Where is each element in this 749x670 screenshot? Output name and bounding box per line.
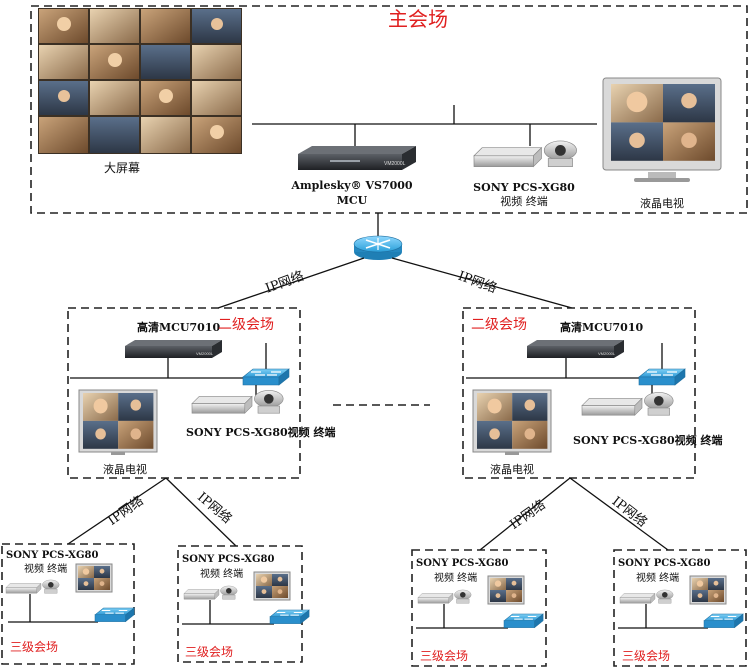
third-2-sony-line1: SONY PCS-XG80 bbox=[182, 554, 274, 565]
third-4-sony-terminal bbox=[619, 589, 674, 604]
second-right-mcu-label: 高清MCU7010 bbox=[560, 320, 643, 334]
second-right-title: 二级会场 bbox=[471, 317, 527, 333]
third-3-title: 三级会场 bbox=[420, 649, 468, 663]
second-left-mcu-label: 高清MCU7010 bbox=[137, 320, 220, 334]
second-left-lcd-label: 液晶电视 bbox=[103, 462, 147, 476]
ip-label-right: IP网络 bbox=[456, 268, 499, 297]
main-mcu-label-1: Amplesky® VS7000 bbox=[290, 179, 413, 192]
third-3-sony-line1: SONY PCS-XG80 bbox=[416, 558, 508, 569]
second-left-sony-label: SONY PCS-XG80视频 终端 bbox=[186, 425, 335, 439]
main-sony-label-2: 视频 终端 bbox=[500, 194, 548, 208]
third-2-sony-line2: 视频 终端 bbox=[200, 567, 243, 580]
third-3-sony-terminal bbox=[417, 589, 472, 604]
third-4-lcd-tv bbox=[689, 575, 727, 605]
third-3-switch-icon bbox=[503, 613, 544, 629]
third-4-sony-line1: SONY PCS-XG80 bbox=[618, 558, 710, 569]
third-4-switch-icon bbox=[703, 613, 744, 629]
main-sony-terminal bbox=[473, 140, 578, 168]
main-mcu-device: VM2000L bbox=[298, 146, 416, 170]
third-1-switch-icon bbox=[94, 607, 135, 623]
main-lcd-label: 液晶电视 bbox=[640, 196, 684, 210]
third-3-sony-line2: 视频 终端 bbox=[434, 571, 477, 584]
third-2-switch-icon bbox=[269, 609, 310, 625]
third-2-sony-terminal bbox=[183, 585, 238, 600]
main-mcu-label-2: MCU bbox=[337, 194, 368, 207]
second-left-lcd-tv bbox=[78, 389, 158, 455]
third-1-title: 三级会场 bbox=[10, 640, 58, 654]
second-right-lcd-label: 液晶电视 bbox=[490, 462, 534, 476]
router-icon bbox=[353, 235, 403, 260]
second-right-mcu-face: VM2000L bbox=[598, 351, 616, 356]
second-venue-left-frame bbox=[67, 307, 301, 479]
second-left-title: 二级会场 bbox=[218, 317, 274, 333]
third-1-sony-terminal bbox=[5, 579, 60, 594]
big-screen-image bbox=[38, 8, 242, 154]
second-venue-right-frame bbox=[462, 307, 696, 479]
third-3-lcd-tv bbox=[487, 575, 525, 605]
main-lcd-tv bbox=[602, 77, 722, 182]
third-1-sony-line2: 视频 终端 bbox=[24, 562, 67, 575]
third-venue-1-frame bbox=[1, 543, 135, 665]
third-4-sony-line2: 视频 终端 bbox=[636, 571, 679, 584]
third-1-lcd-tv bbox=[75, 563, 113, 593]
third-venue-4-frame bbox=[613, 549, 747, 667]
third-4-title: 三级会场 bbox=[622, 649, 670, 663]
ip-label-third-2: IP网络 bbox=[194, 489, 235, 527]
third-1-sony-line1: SONY PCS-XG80 bbox=[6, 550, 98, 561]
third-2-title: 三级会场 bbox=[185, 645, 233, 659]
second-left-mcu-face: VM2000L bbox=[196, 351, 214, 356]
ip-label-left: IP网络 bbox=[263, 268, 306, 297]
main-venue-frame bbox=[30, 5, 748, 214]
second-right-lcd-tv bbox=[472, 389, 552, 455]
ip-link-third-1 bbox=[67, 477, 167, 545]
second-right-mcu-device: VM2000L bbox=[527, 340, 624, 358]
ip-link-third-2 bbox=[165, 477, 237, 547]
main-sony-label-1: SONY PCS-XG80 bbox=[473, 181, 575, 194]
ip-link-third-3 bbox=[479, 477, 571, 551]
third-venue-3-frame bbox=[411, 549, 547, 667]
ip-label-third-3: IP网络 bbox=[507, 497, 549, 533]
ip-label-third-1: IP网络 bbox=[105, 493, 147, 529]
second-right-sony-label: SONY PCS-XG80视频 终端 bbox=[573, 433, 722, 447]
ip-link-right bbox=[391, 257, 573, 309]
ip-link-left bbox=[217, 257, 365, 309]
third-venue-2-frame bbox=[177, 545, 303, 663]
ip-link-third-4 bbox=[569, 477, 669, 551]
second-left-sony-terminal bbox=[191, 389, 284, 414]
second-right-sony-terminal bbox=[581, 391, 674, 416]
second-left-mcu-device: VM2000L bbox=[125, 340, 222, 358]
second-left-switch-icon bbox=[242, 368, 290, 386]
main-mcu-face-text: VM2000L bbox=[384, 161, 406, 167]
main-venue-title: 主会场 bbox=[388, 7, 448, 31]
third-2-lcd-tv bbox=[253, 571, 291, 601]
second-right-switch-icon bbox=[638, 368, 686, 386]
big-screen-label: 大屏幕 bbox=[104, 161, 140, 175]
